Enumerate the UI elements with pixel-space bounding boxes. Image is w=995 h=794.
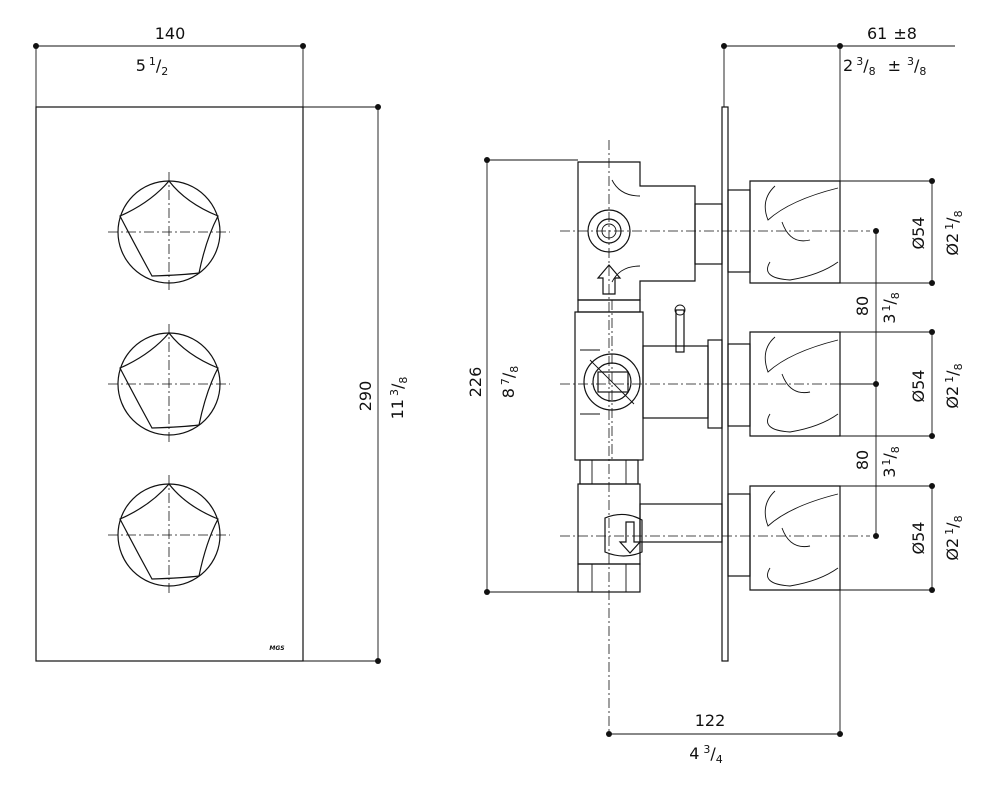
front-knob-bottom bbox=[108, 475, 230, 595]
front-plate bbox=[35, 106, 304, 662]
knob-diameter-middle-inch: Ø21/8 bbox=[943, 363, 965, 408]
spacing-lower-mm: 80 bbox=[853, 450, 872, 470]
front-height-mm: 290 bbox=[356, 381, 375, 412]
body-height-inch: 87/8 bbox=[499, 366, 521, 399]
valve-body bbox=[574, 161, 723, 593]
side-view: 226 87/8 61±8 23/8±3/8 80 31/8 80 31/8 bbox=[466, 24, 965, 766]
front-height-inch: 113/8 bbox=[388, 377, 410, 420]
knob-diameter-middle-mm: Ø54 bbox=[909, 370, 928, 403]
spacing-upper-inch: 31/8 bbox=[880, 292, 902, 324]
knob-diameter-top: Ø54 Ø21/8 bbox=[840, 178, 965, 286]
side-knob-top bbox=[727, 180, 841, 284]
knob-diameter-bottom: Ø54 Ø21/8 bbox=[840, 483, 965, 593]
front-knob-middle bbox=[108, 324, 230, 444]
front-knob-top bbox=[108, 172, 230, 292]
front-width-mm: 140 bbox=[155, 24, 186, 43]
brand-mark: MGS bbox=[269, 645, 284, 652]
side-knob-bottom bbox=[727, 485, 841, 591]
body-height-dimension: 226 87/8 bbox=[466, 157, 578, 595]
depth-mm: 61±8 bbox=[867, 24, 917, 43]
spacing-upper-mm: 80 bbox=[853, 296, 872, 316]
body-height-mm: 226 bbox=[466, 367, 485, 398]
knob-diameter-bottom-inch: Ø21/8 bbox=[943, 515, 965, 560]
spacing-lower-inch: 31/8 bbox=[880, 446, 902, 478]
front-height-dimension: 290 113/8 bbox=[303, 104, 410, 664]
projection-mm: 122 bbox=[695, 711, 726, 730]
knob-diameter-bottom-mm: Ø54 bbox=[909, 522, 928, 555]
knob-diameter-middle: Ø54 Ø21/8 bbox=[840, 329, 965, 439]
knob-diameter-top-mm: Ø54 bbox=[909, 217, 928, 250]
knob-diameter-top-inch: Ø21/8 bbox=[943, 210, 965, 255]
spacing-dimension: 80 31/8 80 31/8 bbox=[840, 228, 902, 539]
